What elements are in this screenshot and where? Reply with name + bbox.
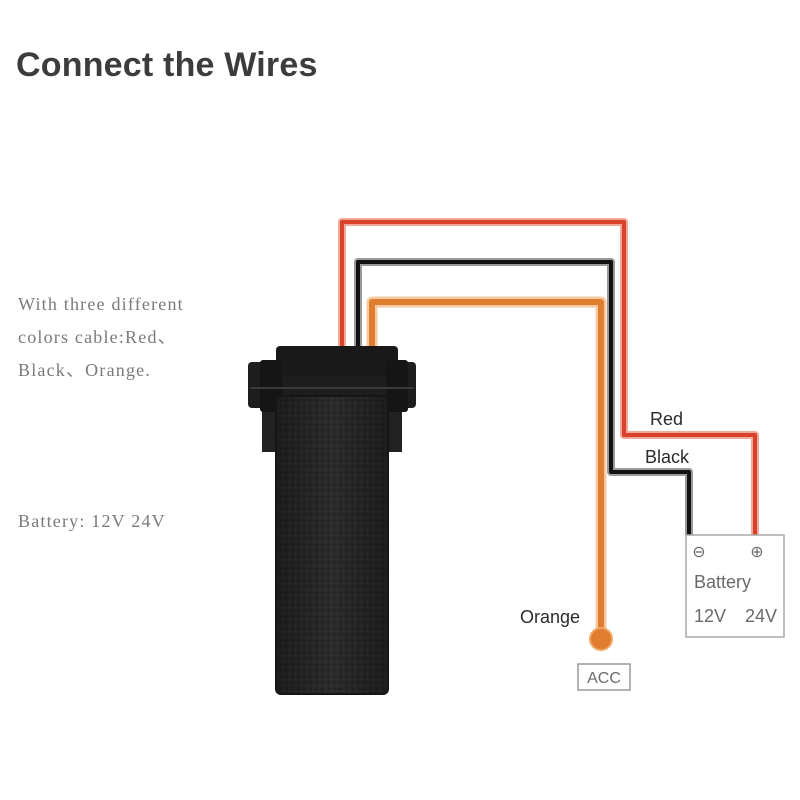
description-line-1: With three different — [18, 294, 184, 314]
acc-box: ACC — [577, 663, 631, 691]
red-wire — [338, 218, 759, 535]
orange-wire-label: Orange — [520, 607, 580, 627]
black-wire — [354, 258, 693, 535]
description-line-2: colors cable:Red、 — [18, 327, 177, 347]
battery-box: ⊖ ⊕ Battery 12V 24V — [685, 534, 785, 638]
black-wire-label: Black — [645, 447, 690, 467]
battery-negative-icon: ⊖ — [692, 544, 705, 561]
battery-voltage-24v: 24V — [745, 606, 777, 626]
description-line-3: Black、Orange. — [18, 360, 152, 380]
gps-tracker-device — [248, 346, 416, 695]
battery-description: Battery: 12V 24V — [18, 511, 166, 531]
battery-voltage-12v: 12V — [694, 606, 726, 626]
battery-positive-icon: ⊕ — [750, 544, 763, 561]
red-wire-label: Red — [650, 409, 683, 429]
cable-description: With three different colors cable:Red、 B… — [18, 288, 184, 387]
acc-terminal-icon — [589, 627, 613, 651]
battery-label: Battery — [694, 572, 751, 592]
page-title: Connect the Wires — [16, 46, 318, 84]
acc-label: ACC — [587, 670, 621, 687]
orange-wire — [366, 296, 613, 651]
